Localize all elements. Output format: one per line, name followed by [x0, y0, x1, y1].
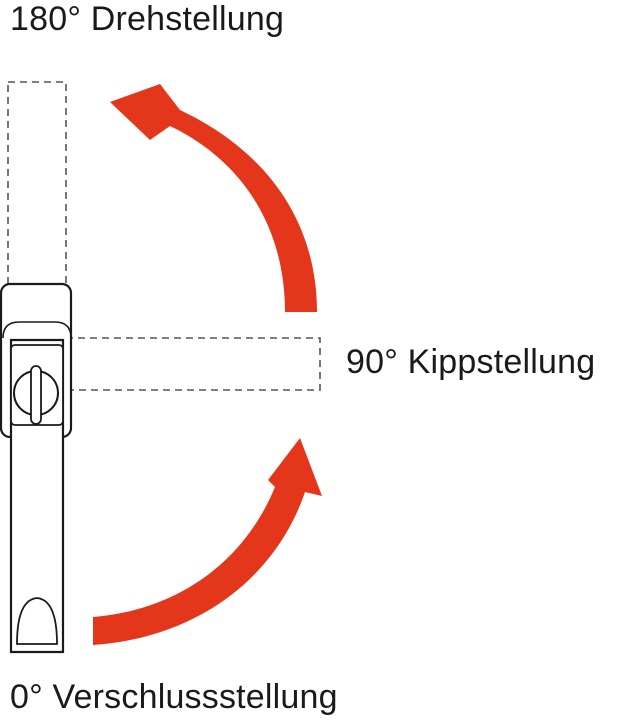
handle-180-dashed-outline: [7, 81, 67, 288]
key-slot-icon: [30, 365, 42, 425]
arrow-0-to-90: [93, 438, 322, 645]
handle-neck-outline: [2, 321, 72, 339]
position-0-label: 0° Verschlussstellung: [10, 678, 338, 716]
handle-grip-recess: [16, 597, 58, 645]
position-180-label: 180° Drehstellung: [10, 0, 285, 38]
position-90-label: 90° Kippstellung: [346, 343, 596, 381]
arrow-90-to-180: [110, 84, 317, 312]
handle-90-dashed-outline: [65, 337, 321, 391]
